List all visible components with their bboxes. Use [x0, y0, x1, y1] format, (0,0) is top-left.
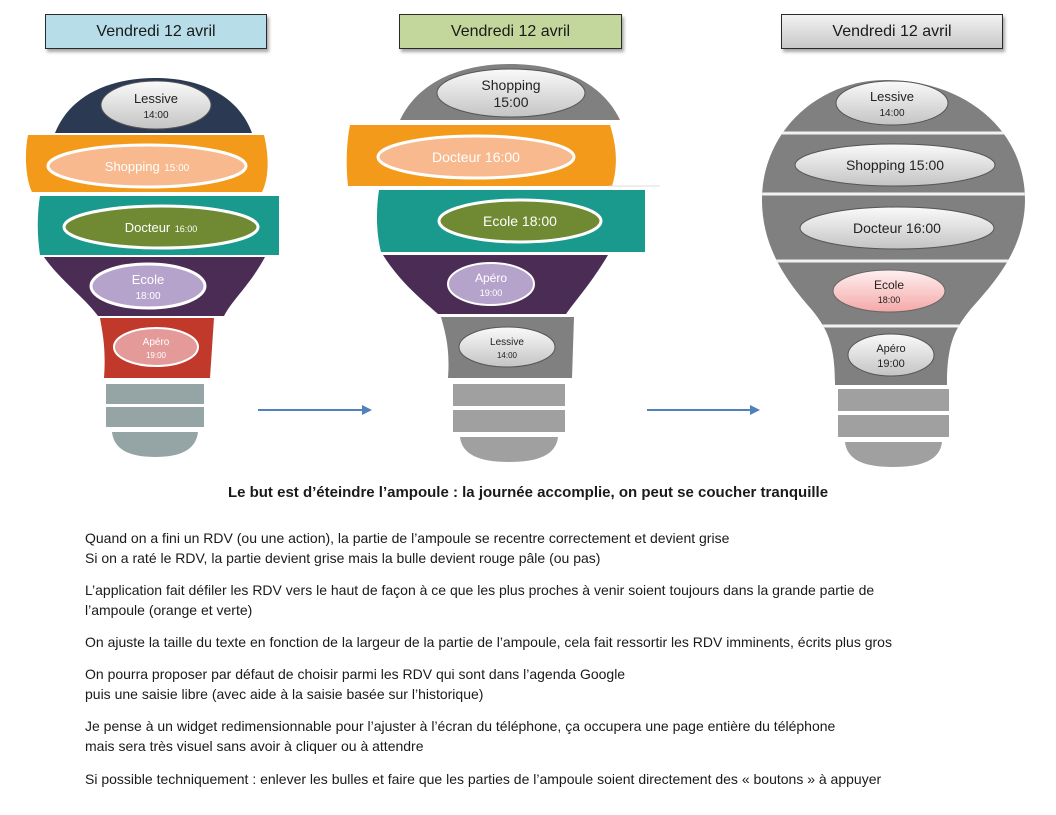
paragraph-1-line-2: Si on a raté le RDV, la partie devient g… — [85, 550, 601, 566]
bulb-1: Lessive 14:00 Shopping 15:00 Docteur 16:… — [25, 78, 279, 457]
bulb1-bubble-ecole[interactable]: Ecole 18:00 — [89, 262, 207, 310]
goal-heading: Le but est d’éteindre l’ampoule : la jou… — [227, 484, 829, 501]
bulb2-bubble-shopping[interactable]: Shopping 15:00 — [436, 68, 586, 118]
paragraph-5-line-1: Je pense à un widget redimensionnable po… — [85, 718, 836, 734]
paragraph-1-line-1: Quand on a fini un RDV (ou une action), … — [85, 530, 730, 546]
date-header-1: Vendredi 12 avril — [45, 14, 267, 49]
arrow-right-1 — [258, 405, 372, 415]
bubble-name: Lessive — [490, 337, 524, 348]
paragraph-4-line-2: puis une saisie libre (avec aide à la sa… — [85, 686, 484, 702]
bubble-name: Lessive — [134, 91, 178, 106]
bulb-2: Shopping 15:00 Docteur 16:00 Ecole 18:00… — [346, 64, 660, 462]
bubble-label: Docteur 16:00 — [125, 219, 198, 236]
paragraph-4-line-1: On pourra proposer par défaut de choisir… — [85, 666, 626, 682]
bubble-time: 19:00 — [877, 358, 905, 370]
bulb3-bubble-docteur[interactable]: Docteur 16:00 — [799, 206, 995, 250]
bulb2-bubble-apero[interactable]: Apéro 19:00 — [447, 262, 535, 306]
date-header-3: Vendredi 12 avril — [781, 14, 1003, 49]
bubble-label: Docteur 16:00 — [432, 149, 520, 165]
bulb3-base-cap — [845, 442, 942, 467]
bulb2-bubble-lessive[interactable]: Lessive 14:00 — [458, 326, 556, 368]
paragraph-5-line-2: mais sera très visuel sans avoir à cliqu… — [85, 738, 424, 754]
paragraph-6-line-1: Si possible techniquement : enlever les … — [85, 771, 882, 787]
bulbs-diagram: Lessive 14:00 Shopping 15:00 Docteur 16:… — [25, 64, 1025, 467]
paragraph-3-line-1: On ajuste la taille du texte en fonction… — [85, 634, 892, 650]
bulb3-base-ring-2 — [838, 415, 949, 437]
paragraph-1: Quand on a fini un RDV (ou une action), … — [85, 528, 729, 568]
paragraph-2-line-2: l’ampoule (orange et verte) — [85, 602, 253, 618]
bulb1-base-ring-1 — [106, 384, 204, 404]
paragraph-5: Je pense à un widget redimensionnable po… — [85, 716, 835, 756]
bubble-time: 14:00 — [143, 110, 168, 121]
bulb2-base-cap — [460, 437, 558, 462]
bulb2-base-ring-2 — [453, 410, 565, 432]
bulb1-bubble-docteur[interactable]: Docteur 16:00 — [62, 204, 260, 250]
bulb2-bubble-docteur[interactable]: Docteur 16:00 — [376, 134, 576, 180]
bubble-name: Apéro — [143, 337, 170, 348]
bulb-3: Lessive 14:00 Shopping 15:00 Docteur 16:… — [762, 80, 1025, 467]
bubble-name: Ecole — [874, 278, 904, 292]
bubble-name: Lessive — [870, 89, 914, 104]
paragraph-6: Si possible techniquement : enlever les … — [85, 769, 881, 789]
bulb1-base-ring-2 — [106, 407, 204, 427]
bubble-label: Shopping 15:00 — [846, 157, 944, 173]
bulb3-bubble-lessive[interactable]: Lessive 14:00 — [835, 80, 949, 126]
date-header-2: Vendredi 12 avril — [399, 14, 622, 49]
bubble-time: 19:00 — [480, 288, 503, 298]
bulb3-bubble-shopping[interactable]: Shopping 15:00 — [794, 143, 996, 187]
bubble-label: Ecole 18:00 — [483, 213, 557, 229]
bubble-time: 14:00 — [497, 351, 518, 360]
bubble-label: Docteur 16:00 — [853, 220, 941, 236]
bulb1-base-cap — [112, 432, 198, 457]
paragraph-4: On pourra proposer par défaut de choisir… — [85, 664, 625, 704]
bulb1-bubble-shopping[interactable]: Shopping 15:00 — [46, 143, 248, 189]
bulb3-bubble-apero[interactable]: Apéro 19:00 — [847, 333, 935, 377]
bubble-time: 14:00 — [879, 108, 904, 119]
bulb3-base-ring-1 — [838, 389, 949, 411]
bubble-time: 19:00 — [146, 351, 167, 360]
bubble-name: Shopping — [481, 77, 540, 93]
bubble-name: Ecole — [132, 272, 165, 287]
bulb3-bubble-ecole[interactable]: Ecole 18:00 — [832, 269, 946, 313]
bulb1-bubble-apero[interactable]: Apéro 19:00 — [113, 327, 199, 367]
paragraph-2-line-1: L’application fait défiler les RDV vers … — [85, 582, 875, 598]
bubble-time: 18:00 — [878, 295, 901, 305]
bulb2-base-ring-1 — [453, 384, 565, 406]
bulb2-bubble-ecole[interactable]: Ecole 18:00 — [437, 198, 603, 244]
bubble-name: Apéro — [876, 343, 905, 355]
paragraph-2: L’application fait défiler les RDV vers … — [85, 580, 874, 620]
arrow-right-2 — [647, 405, 760, 415]
bubble-time: 15:00 — [493, 94, 528, 110]
bubble-time: 18:00 — [135, 291, 160, 302]
paragraph-3: On ajuste la taille du texte en fonction… — [85, 632, 892, 652]
bubble-label: Shopping 15:00 — [105, 158, 190, 175]
bulb1-bubble-lessive[interactable]: Lessive 14:00 — [100, 80, 212, 130]
bubble-name: Apéro — [475, 271, 507, 285]
